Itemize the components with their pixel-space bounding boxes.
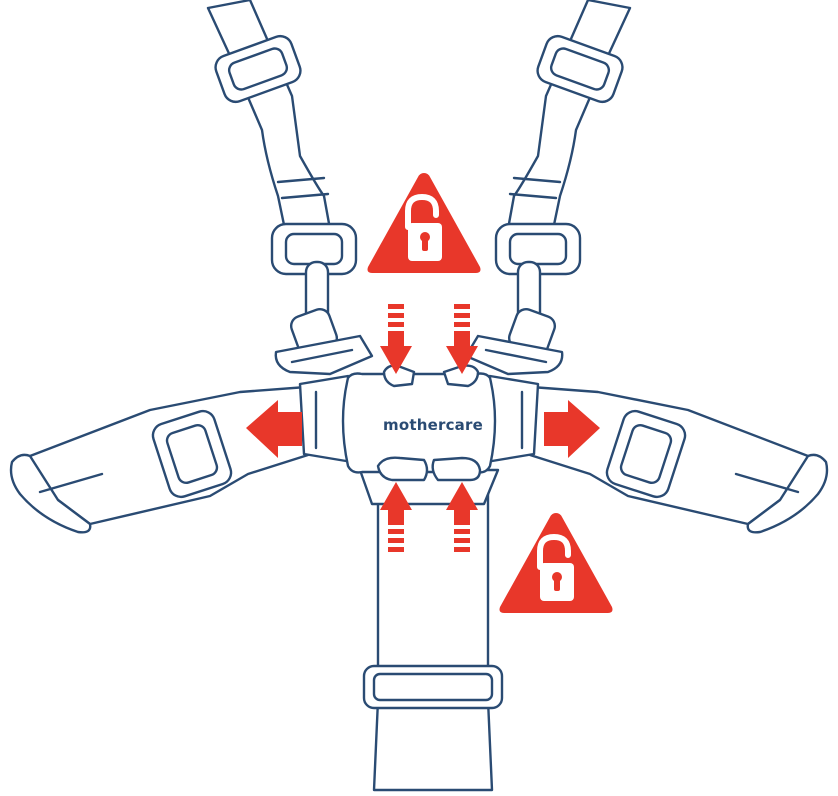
pull-arrow-icon — [246, 400, 302, 458]
left-shoulder-strap — [206, 0, 334, 246]
pull-arrow-icon — [544, 400, 600, 458]
press-arrow-icon — [380, 304, 412, 374]
press-arrow-icon — [446, 304, 478, 374]
central-buckle: mothercare — [341, 364, 500, 506]
left-clip-tab — [274, 334, 374, 376]
right-shoulder-strap — [504, 0, 632, 246]
unlock-warning-icon — [499, 513, 613, 613]
right-d-ring — [494, 222, 582, 357]
crotch-strap — [362, 484, 504, 792]
right-clip-tab — [464, 334, 564, 376]
press-arrow-icon — [446, 482, 478, 552]
press-arrow-icon — [380, 482, 412, 552]
right-waist-strap — [506, 384, 829, 534]
left-d-ring — [270, 222, 358, 357]
unlock-warning-icon — [367, 173, 481, 273]
left-waist-strap — [9, 384, 332, 534]
brand-logo-text: mothercare — [383, 416, 483, 434]
